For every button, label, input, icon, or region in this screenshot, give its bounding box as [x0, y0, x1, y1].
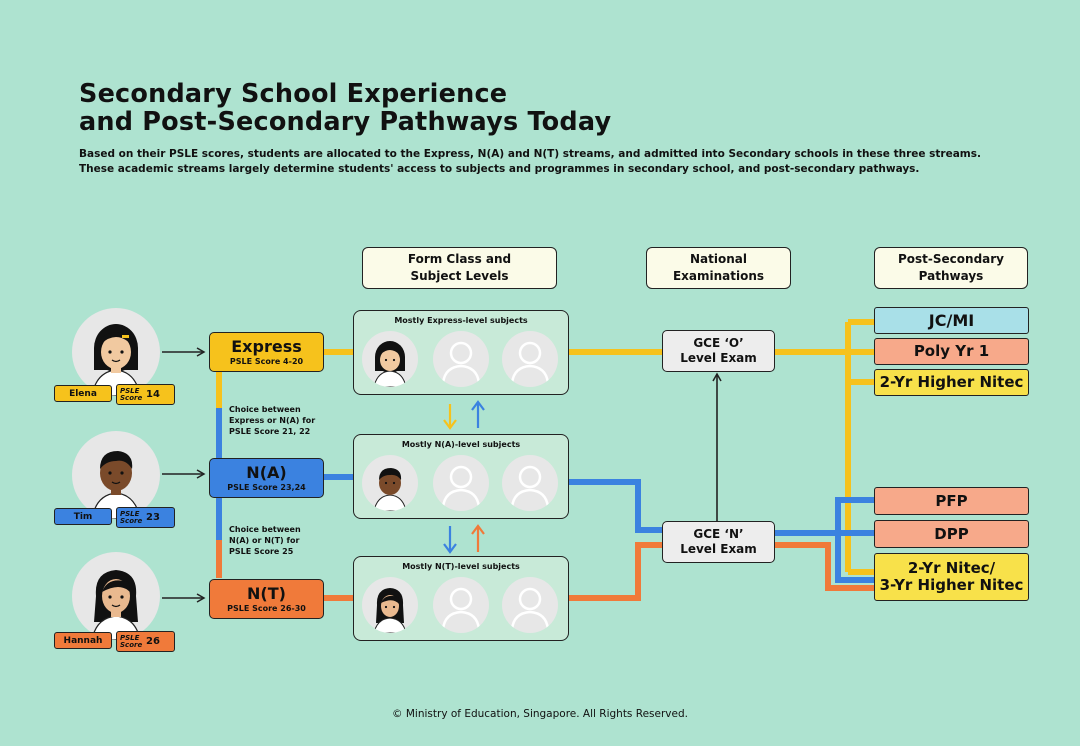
- score-label-2: Score: [120, 518, 144, 525]
- express-subjects-group: Mostly Express-level subjects: [353, 310, 569, 395]
- student-face-icon: [362, 455, 418, 511]
- copyright-footer: © Ministry of Education, Singapore. All …: [0, 708, 1080, 720]
- person-placeholder-icon: [502, 455, 558, 511]
- student-name-tag: Tim: [54, 508, 112, 525]
- na-subjects-group: Mostly N(A)-level subjects: [353, 434, 569, 519]
- header-post-secondary-line-1: Post-Secondary: [875, 251, 1027, 268]
- score-value: 23: [144, 512, 160, 523]
- na-to-n-level-line: [568, 482, 663, 530]
- header-form-class-line-1: Form Class and: [363, 251, 556, 268]
- header-national-exams-line-2: Examinations: [647, 268, 790, 285]
- pathway-line: 3-Yr Higher Nitec: [875, 577, 1028, 594]
- person-placeholder-icon: [502, 331, 558, 387]
- pathway-nitec: 2-Yr Nitec/ 3-Yr Higher Nitec: [874, 553, 1029, 601]
- stream-name: N(T): [210, 585, 323, 603]
- person-placeholder-icon: [433, 455, 489, 511]
- nt-subjects-group: Mostly N(T)-level subjects: [353, 556, 569, 641]
- score-value: 26: [144, 636, 160, 647]
- pathway-dpp: DPP: [874, 520, 1029, 548]
- choice-line: Express or N(A) for: [229, 415, 315, 426]
- choice-line: Choice between: [229, 524, 301, 535]
- header-national-exams-line-1: National: [647, 251, 790, 268]
- group-label: Mostly N(A)-level subjects: [354, 440, 568, 449]
- score-label-2: Score: [120, 642, 144, 649]
- hannah-avatar: [72, 552, 160, 640]
- student-name-tag: Elena: [54, 385, 112, 402]
- score-label-2: Score: [120, 395, 144, 402]
- express-na-choice-note: Choice between Express or N(A) for PSLE …: [229, 404, 315, 437]
- student-face-icon: [362, 331, 418, 387]
- elena-avatar: [72, 308, 160, 396]
- stream-score-range: PSLE Score 4-20: [210, 356, 323, 367]
- na-stream-box: N(A) PSLE Score 23,24: [209, 458, 324, 498]
- header-post-secondary: Post-Secondary Pathways: [874, 247, 1028, 289]
- stream-name: Express: [210, 338, 323, 356]
- na-nt-choice-note: Choice between N(A) or N(T) for PSLE Sco…: [229, 524, 301, 557]
- nt-to-n-level-line: [568, 545, 663, 598]
- gce-n-level-exam-box: GCE ‘N’ Level Exam: [662, 521, 775, 563]
- stream-score-range: PSLE Score 23,24: [210, 482, 323, 493]
- choice-line: N(A) or N(T) for: [229, 535, 301, 546]
- exam-line: GCE ‘O’: [663, 336, 774, 351]
- header-form-class-line-2: Subject Levels: [363, 268, 556, 285]
- choice-line: PSLE Score 25: [229, 546, 301, 557]
- person-placeholder-icon: [433, 331, 489, 387]
- person-placeholder-icon: [433, 577, 489, 633]
- tim-avatar: [72, 431, 160, 519]
- choice-line: PSLE Score 21, 22: [229, 426, 315, 437]
- person-placeholder-icon: [502, 577, 558, 633]
- exam-line: GCE ‘N’: [663, 527, 774, 542]
- girl-student-icon: [72, 308, 160, 396]
- exam-line: Level Exam: [663, 542, 774, 557]
- boy-student-icon: [72, 431, 160, 519]
- pathway-pfp: PFP: [874, 487, 1029, 515]
- pathway-higher-nitec: 2-Yr Higher Nitec: [874, 369, 1029, 396]
- exam-line: Level Exam: [663, 351, 774, 366]
- stream-name: N(A): [210, 464, 323, 482]
- group-label: Mostly Express-level subjects: [354, 316, 568, 325]
- girl-student-icon: [72, 552, 160, 640]
- stream-score-range: PSLE Score 26-30: [210, 603, 323, 614]
- choice-line: Choice between: [229, 404, 315, 415]
- header-post-secondary-line-2: Pathways: [875, 268, 1027, 285]
- nt-stream-box: N(T) PSLE Score 26-30: [209, 579, 324, 619]
- student-name-tag: Hannah: [54, 632, 112, 649]
- pathway-jc-mi: JC/MI: [874, 307, 1029, 334]
- student-face-icon: [362, 577, 418, 633]
- header-form-class: Form Class and Subject Levels: [362, 247, 557, 289]
- pathway-poly-yr1: Poly Yr 1: [874, 338, 1029, 365]
- pathway-line: 2-Yr Nitec/: [875, 560, 1028, 577]
- group-label: Mostly N(T)-level subjects: [354, 562, 568, 571]
- gce-o-level-exam-box: GCE ‘O’ Level Exam: [662, 330, 775, 372]
- score-value: 14: [144, 389, 160, 400]
- header-national-exams: National Examinations: [646, 247, 791, 289]
- express-stream-box: Express PSLE Score 4-20: [209, 332, 324, 372]
